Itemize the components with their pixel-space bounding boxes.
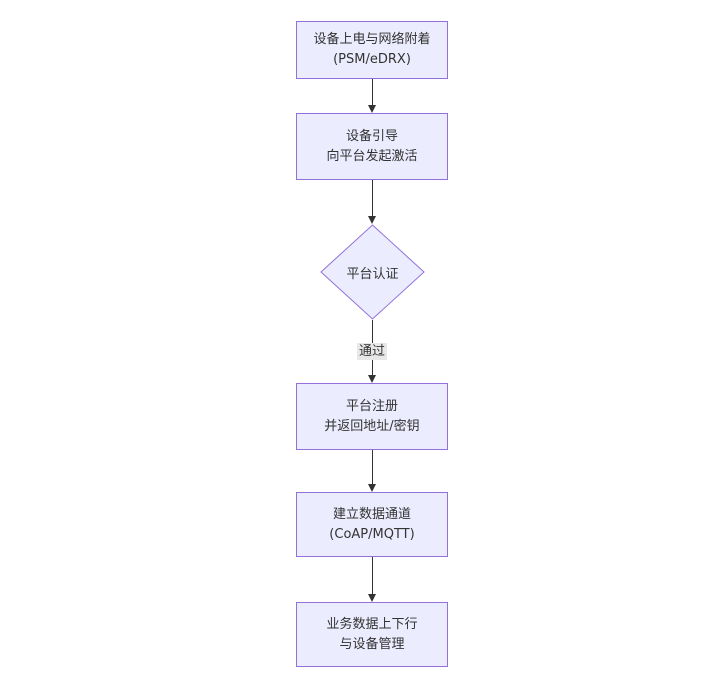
node-power-attach-line2: (PSM/eDRX) <box>333 52 411 67</box>
node-bootstrap-line1: 设备引导 <box>345 128 398 144</box>
edge-power-to-bootstrap <box>367 79 377 113</box>
node-business-data-line2: 与设备管理 <box>339 636 405 652</box>
edge-line <box>371 450 373 485</box>
node-data-channel-line1: 建立数据通道 <box>332 506 411 522</box>
node-bootstrap: 设备引导 向平台发起激活 <box>296 113 448 180</box>
node-platform-register-line1: 平台注册 <box>345 398 398 414</box>
node-business-data-line1: 业务数据上下行 <box>326 616 418 632</box>
decision-platform-auth: 平台认证 <box>320 224 425 320</box>
arrowhead-down-icon <box>367 594 376 602</box>
edge-line <box>371 79 373 106</box>
decision-platform-auth-label: 平台认证 <box>346 266 399 282</box>
arrowhead-down-icon <box>367 375 376 383</box>
arrowhead-down-icon <box>367 105 376 113</box>
arrowhead-down-icon <box>367 216 376 224</box>
node-data-channel-line2: (CoAP/MQTT) <box>329 526 415 542</box>
arrowhead-down-icon <box>367 484 376 492</box>
node-platform-register: 平台注册 并返回地址/密钥 <box>296 383 448 450</box>
edge-channel-to-business <box>367 557 377 602</box>
diamond-shape <box>320 224 425 320</box>
node-bootstrap-line2: 向平台发起激活 <box>326 148 418 164</box>
node-power-attach-line1: 设备上电与网络附着 <box>313 32 431 47</box>
edge-label-pass: 通过 <box>356 343 388 360</box>
node-business-data: 业务数据上下行 与设备管理 <box>296 602 448 667</box>
node-platform-register-line2: 并返回地址/密钥 <box>324 418 420 434</box>
edge-line <box>371 180 373 217</box>
edge-register-to-channel <box>367 450 377 492</box>
node-power-attach: 设备上电与网络附着 (PSM/eDRX) <box>296 21 448 79</box>
node-data-channel: 建立数据通道 (CoAP/MQTT) <box>296 492 448 557</box>
edge-line <box>371 557 373 595</box>
edge-bootstrap-to-auth <box>367 180 377 224</box>
